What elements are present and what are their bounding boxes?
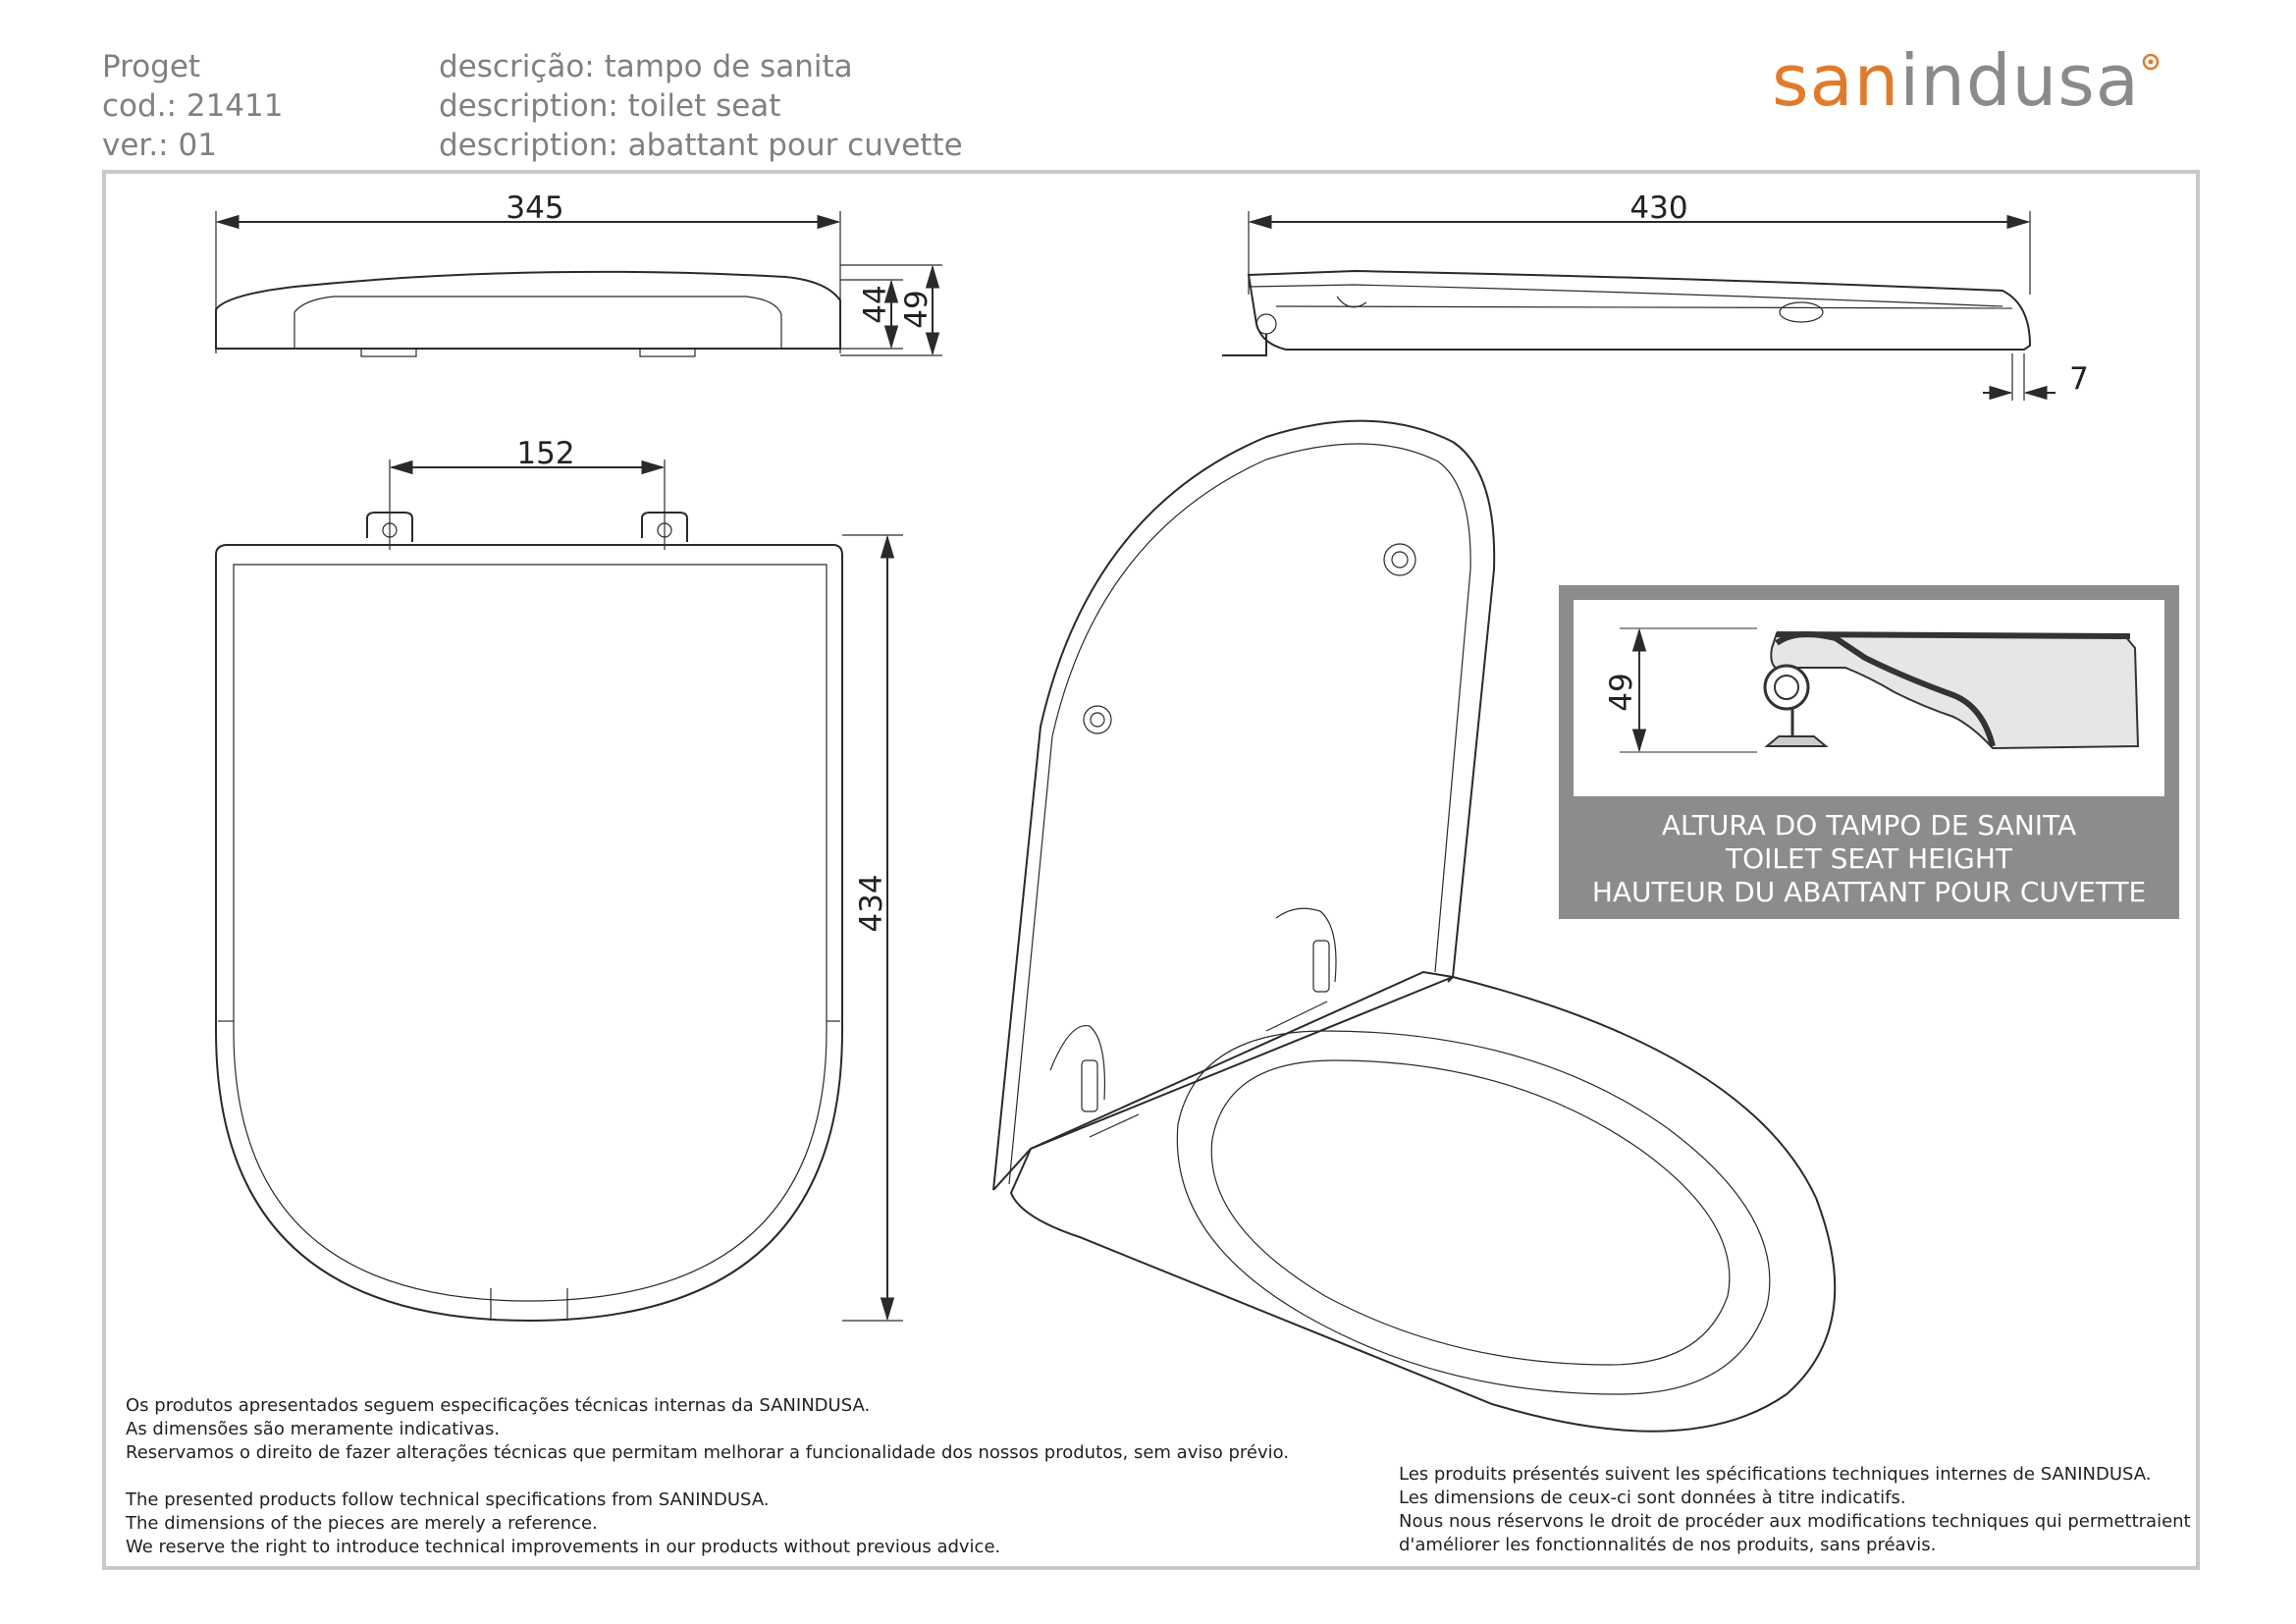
note-pt-2: As dimensões são meramente indicativas. [126,1419,501,1439]
note-pt-3: Reservamos o direito de fazer alterações… [126,1442,1290,1463]
note-fr-4: d'améliorer les fonctionnalités de nos p… [1399,1535,1937,1555]
product-info: Proget cod.: 21411 ver.: 01 [102,47,283,165]
top-view: 152 434 [215,436,903,1323]
description-en: description: toilet seat [439,88,781,124]
description-fr: description: abattant pour cuvette [439,128,963,163]
logo-part-1: san [1772,39,1900,122]
note-fr-1: Les produits présentés suivent les spéci… [1399,1464,2152,1485]
dim-side-length: 430 [1629,190,1687,226]
dim-hinge-spacing: 152 [516,436,574,471]
logo-mark-icon [2142,53,2160,71]
brand-line: Proget [102,49,201,84]
dim-top-length: 434 [854,874,889,932]
caption-pt: ALTURA DO TAMPO DE SANITA [1661,809,2077,841]
logo-part-2: indusa [1899,39,2140,122]
note-en-1: The presented products follow technical … [126,1489,770,1510]
height-detail-caption: ALTURA DO TAMPO DE SANITA TOILET SEAT HE… [1559,797,2179,917]
code-line: cod.: 21411 [102,88,284,124]
product-description: descrição: tampo de sanita description: … [439,47,963,165]
dim-front-height-a: 44 [858,285,893,323]
description-pt: descrição: tampo de sanita [439,49,853,84]
disclaimer-right: Les produits présentés suivent les spéci… [1399,1463,2191,1557]
sanindusa-logo: sanindusa [1772,39,2140,122]
caption-en: TOILET SEAT HEIGHT [1725,842,2012,875]
perspective-view [992,419,1837,1433]
dim-detail-height: 49 [1604,673,1639,711]
dim-front-width: 345 [506,190,563,226]
dim-side-offset: 7 [2069,361,2089,397]
note-pt-1: Os produtos apresentados seguem especifi… [126,1395,871,1416]
caption-fr: HAUTEUR DU ABATTANT POUR CUVETTE [1591,876,2147,908]
drawing-frame [102,170,2200,1570]
disclaimer-left: Os produtos apresentados seguem especifi… [126,1394,1289,1559]
dim-front-height-b: 49 [899,290,934,328]
note-fr-2: Les dimensions de ceux-ci sont données à… [1399,1488,1906,1508]
side-view: 430 7 [1222,190,2089,401]
version-line: ver.: 01 [102,128,217,163]
front-view: 345 44 49 [215,190,942,357]
note-en-2: The dimensions of the pieces are merely … [126,1513,598,1534]
note-en-3: We reserve the right to introduce techni… [126,1537,1001,1557]
note-fr-3: Nous nous réservons le droit de procéder… [1399,1511,2191,1532]
